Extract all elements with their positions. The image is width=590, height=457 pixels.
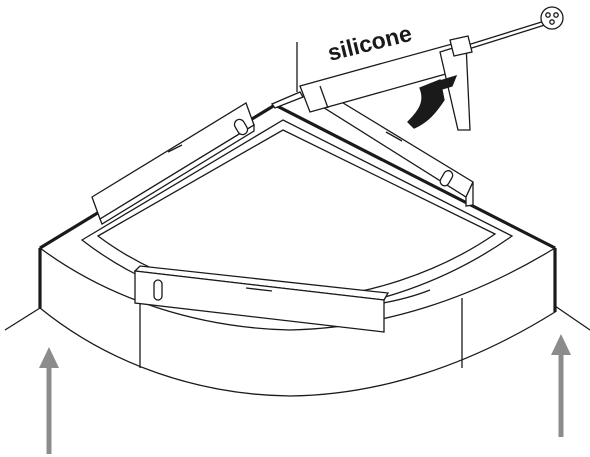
spirit-level-front <box>133 265 390 333</box>
spirit-level-left <box>91 102 255 225</box>
shower-tray <box>38 103 557 397</box>
up-arrow-left-icon <box>39 347 59 454</box>
up-arrow-right-icon <box>551 334 571 437</box>
tray-front-edge <box>39 247 556 331</box>
room-corner <box>4 42 590 331</box>
silicone-caulking-gun-icon <box>270 6 564 131</box>
